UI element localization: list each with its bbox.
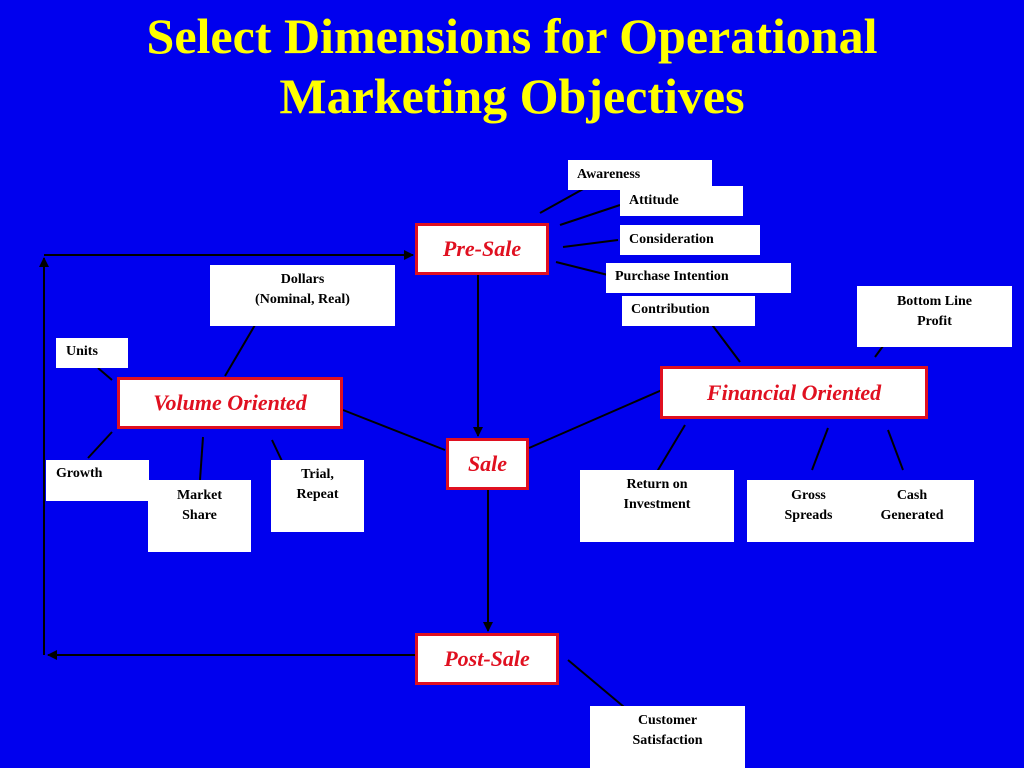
awareness-label: Awareness	[568, 160, 712, 190]
cash-generated-label: Cash Generated	[850, 480, 974, 542]
return-on-investment-label: Return on Investment	[580, 470, 734, 542]
purchase-intention-label: Purchase Intention	[606, 263, 791, 293]
title-line-2: Marketing Objectives	[279, 68, 745, 124]
dollars-label-line-1: Dollars	[280, 272, 325, 287]
gross-spreads-connector	[811, 427, 829, 471]
trial-repeat-label-line-2: Repeat	[296, 487, 339, 502]
roi-label-line-2: Investment	[623, 497, 691, 512]
growth-label: Growth	[46, 460, 149, 501]
market-share-label-line-2: Share	[182, 508, 217, 523]
trial-repeat-label-line-1: Trial,	[301, 467, 334, 482]
consideration-connector	[562, 239, 619, 248]
customer-satisfaction-label: Customer Satisfaction	[590, 706, 745, 768]
consideration-label: Consideration	[620, 225, 760, 255]
attitude-connector	[559, 204, 621, 226]
sale-node: Sale	[446, 438, 529, 490]
attitude-label: Attitude	[620, 186, 743, 216]
market-share-label: Market Share	[148, 480, 251, 552]
cash-generated-label-line-1: Cash	[896, 488, 928, 503]
roi-connector	[654, 424, 686, 476]
growth-connector	[87, 431, 113, 459]
customer-satisfaction-label-line-2: Satisfaction	[632, 733, 703, 748]
cash-generated-connector	[887, 429, 904, 471]
financial-to-sale-line	[528, 389, 663, 449]
units-label: Units	[56, 338, 128, 368]
gross-spreads-label: Gross Spreads	[747, 480, 870, 542]
awareness-connector	[539, 187, 586, 214]
post-sale-node: Post-Sale	[415, 633, 559, 685]
slide-title: Select Dimensions for Operational Market…	[0, 6, 1024, 126]
bottom-line-profit-label: Bottom Line Profit	[857, 286, 1012, 347]
market-share-connector	[199, 436, 204, 481]
bottom-line-profit-label-line-2: Profit	[917, 314, 952, 329]
bottom-line-profit-label-line-1: Bottom Line	[896, 294, 973, 309]
contribution-connector	[709, 321, 741, 363]
trial-repeat-label: Trial, Repeat	[271, 460, 364, 532]
dollars-connector	[224, 324, 256, 377]
roi-label-line-1: Return on	[626, 477, 688, 492]
volume-oriented-node: Volume Oriented	[117, 377, 343, 429]
contribution-label: Contribution	[622, 296, 755, 326]
customer-satisfaction-label-line-1: Customer	[637, 713, 698, 728]
purchase-intention-connector	[555, 261, 609, 276]
cash-generated-label-line-2: Generated	[880, 508, 944, 523]
dollars-label-line-2: (Nominal, Real)	[255, 292, 350, 307]
gross-spreads-label-line-2: Spreads	[784, 508, 833, 523]
volume-to-sale-line	[342, 409, 446, 451]
customer-satisfaction-connector	[567, 659, 631, 713]
title-line-1: Select Dimensions for Operational	[146, 8, 878, 64]
market-share-label-line-1: Market	[176, 488, 223, 503]
dollars-label: Dollars (Nominal, Real)	[210, 265, 395, 326]
pre-sale-node: Pre-Sale	[415, 223, 549, 275]
units-connector	[97, 367, 113, 381]
gross-spreads-label-line-1: Gross	[791, 488, 826, 503]
financial-oriented-node: Financial Oriented	[660, 366, 928, 419]
